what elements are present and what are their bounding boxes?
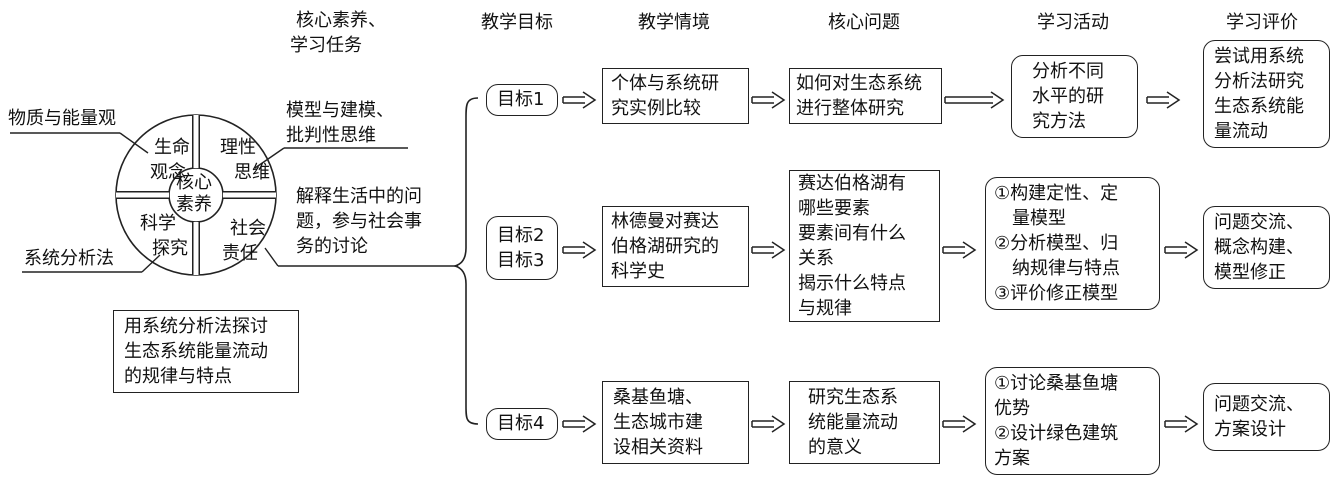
activity-line: ②分析模型、归 [994,233,1119,254]
evaluation-line: 问题交流、 [1214,212,1304,233]
goal-2-3-box: 目标2 目标3 [486,216,558,280]
activity-1-box: 分析不同 水平的研 究方法 [1011,55,1138,138]
evaluation-line: 生态系统能 [1214,96,1304,117]
learning-task-box: 用系统分析法探讨 生态系统能量流动 的规律与特点 [113,310,299,393]
wheel-text-line: 理性 [220,137,256,158]
core-literacy-heading: 核心素养、 学习任务 [290,8,386,58]
wheel-text-line: 社会 [230,218,266,239]
question-line: 赛达伯格湖有 [798,173,906,194]
wheel-text-line: 责任 [222,243,258,264]
evaluation-line: 尝试用系统 [1214,46,1304,67]
activity-line: 分析不同 [1032,61,1104,82]
evaluation-line: 量流动 [1214,121,1268,142]
situation-2-box: 林德曼对赛达 伯格湖研究的 科学史 [602,206,749,287]
wheel-leader-lines [10,132,458,273]
situation-line: 究实例比较 [611,98,701,119]
situation-line: 桑基鱼塘、 [613,387,703,408]
wheel-social-responsibility: 社会 责任 [222,216,266,266]
activity-line: ③评价修正模型 [994,283,1119,304]
evaluation-line: 概念构建、 [1214,237,1304,258]
label-modeling: 模型与建模、 批判性思维 [286,98,394,148]
wheel-life-concept: 生命 观念 [146,135,190,185]
evaluation-1-box: 尝试用系统 分析法研究 生态系统能 量流动 [1203,40,1330,148]
situation-line: 生态城市建 [613,412,703,433]
wheel-science-inquiry: 科学 探究 [140,211,188,261]
label-system-analysis: 系统分析法 [24,248,114,269]
wheel-center-line: 素养 [176,194,212,215]
question-line: 如何对生态系统 [796,73,922,94]
question-line: 揭示什么特点 [798,273,906,294]
situation-line: 林德曼对赛达 [611,211,719,232]
activity-line: ①讨论桑基鱼塘 [994,373,1119,394]
label-material-energy: 物质与能量观 [8,108,116,129]
wheel-rational-thinking: 理性 思维 [220,135,270,185]
activity-line: 水平的研 [1032,86,1104,107]
wheel-center-line: 核心 [176,172,212,193]
goal-label: 目标4 [497,413,545,434]
question-line: 与规律 [798,298,852,319]
activity-line: 方案 [994,448,1030,469]
core-literacy-wheel [115,114,277,276]
activity-line: 优势 [994,398,1030,419]
heading-line: 学习任务 [290,35,362,56]
header-teaching-goal: 教学目标 [481,12,553,33]
activity-3-box: ①讨论桑基鱼塘 优势 ②设计绿色建筑 方案 [985,367,1160,475]
task-line: 用系统分析法探讨 [124,316,268,337]
situation-line: 个体与系统研 [611,73,719,94]
situation-3-box: 桑基鱼塘、 生态城市建 设相关资料 [602,381,749,464]
situation-line: 科学史 [611,261,665,282]
activity-line: 究方法 [1032,111,1086,132]
header-learning-activity: 学习活动 [1037,12,1109,33]
situation-1-box: 个体与系统研 究实例比较 [602,68,749,124]
activity-2-box: ①构建定性、定 量模型 ②分析模型、归 纳规律与特点 ③评价修正模型 [985,177,1160,310]
evaluation-2-box: 问题交流、 概念构建、 模型修正 [1203,206,1330,289]
label-line: 模型与建模、 [286,100,394,121]
wheel-text-line: 生命 [154,137,190,158]
task-line: 生态系统能量流动 [124,341,268,362]
question-3-box: 研究生态系 统能量流动 的意义 [789,381,940,464]
label-line: 务的讨论 [296,236,368,257]
label-line: 解释生活中的问 [296,186,422,207]
activity-line: 纳规律与特点 [1012,258,1120,279]
wheel-text-line: 观念 [150,162,186,183]
question-line: 研究生态系 [808,387,898,408]
header-learning-evaluation: 学习评价 [1226,12,1298,33]
evaluation-line: 问题交流、 [1214,394,1304,415]
task-line: 的规律与特点 [124,366,232,387]
evaluation-line: 方案设计 [1214,419,1286,440]
question-line: 统能量流动 [808,412,898,433]
question-2-box: 赛达伯格湖有 哪些要素 要素间有什么 关系 揭示什么特点 与规律 [789,170,940,322]
label-line: 批判性思维 [286,125,376,146]
question-line: 要素间有什么 [798,223,906,244]
wheel-center-text: 核心 素养 [176,172,212,216]
situation-line: 伯格湖研究的 [611,236,719,257]
question-line: 的意义 [808,437,862,458]
wheel-text-line: 思维 [234,162,270,183]
activity-line: 量模型 [1012,208,1066,229]
evaluation-3-box: 问题交流、 方案设计 [1203,383,1330,451]
wheel-text-line: 科学 [140,213,176,234]
question-line: 哪些要素 [798,198,870,219]
evaluation-line: 分析法研究 [1214,71,1304,92]
header-teaching-situation: 教学情境 [638,12,710,33]
label-explain-life: 解释生活中的问 题，参与社会事 务的讨论 [296,184,422,259]
goal-label: 目标2 [497,225,545,246]
goal-label: 目标1 [497,89,545,110]
header-core-question: 核心问题 [828,12,900,33]
heading-line: 核心素养、 [296,10,386,31]
evaluation-line: 模型修正 [1214,262,1286,283]
question-line: 关系 [798,248,834,269]
goal-1-box: 目标1 [486,84,558,116]
goal-4-box: 目标4 [486,408,558,440]
label-line: 题，参与社会事 [296,211,422,232]
activity-line: ②设计绿色建筑 [994,423,1119,444]
wheel-text-line: 探究 [152,238,188,259]
goal-label: 目标3 [497,250,545,271]
question-1-box: 如何对生态系统 进行整体研究 [789,68,942,124]
situation-line: 设相关资料 [613,437,703,458]
activity-line: ①构建定性、定 [994,183,1119,204]
question-line: 进行整体研究 [796,98,904,119]
goals-brace [452,97,479,425]
